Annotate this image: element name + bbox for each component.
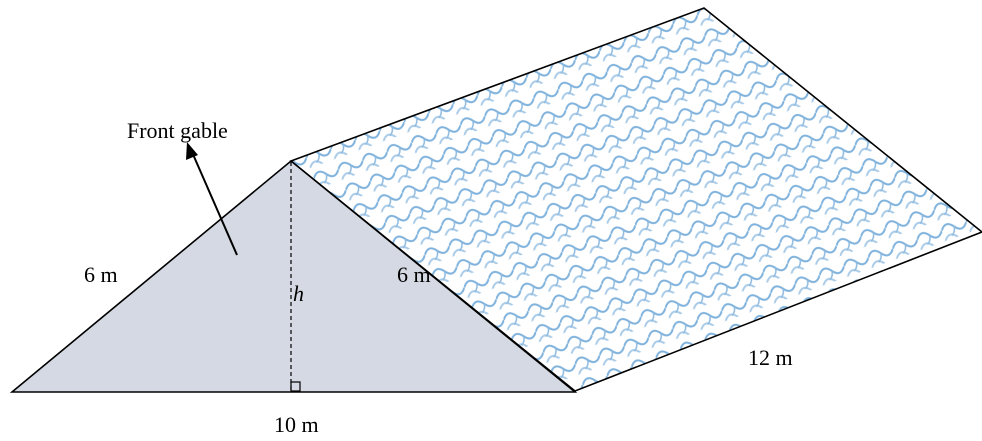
left-slope-label: 6 m: [84, 262, 118, 287]
right-slope-label: 6 m: [397, 262, 431, 287]
base-label: 10 m: [274, 412, 319, 437]
depth-label: 12 m: [748, 345, 793, 370]
front-gable-triangle: [9, 159, 578, 393]
right-angle-marker: [290, 381, 301, 392]
arrowhead-icon: [186, 142, 198, 160]
height-label: h: [293, 281, 304, 306]
front-gable-label: Front gable: [127, 118, 228, 143]
front-gable-arrow: [191, 151, 238, 256]
